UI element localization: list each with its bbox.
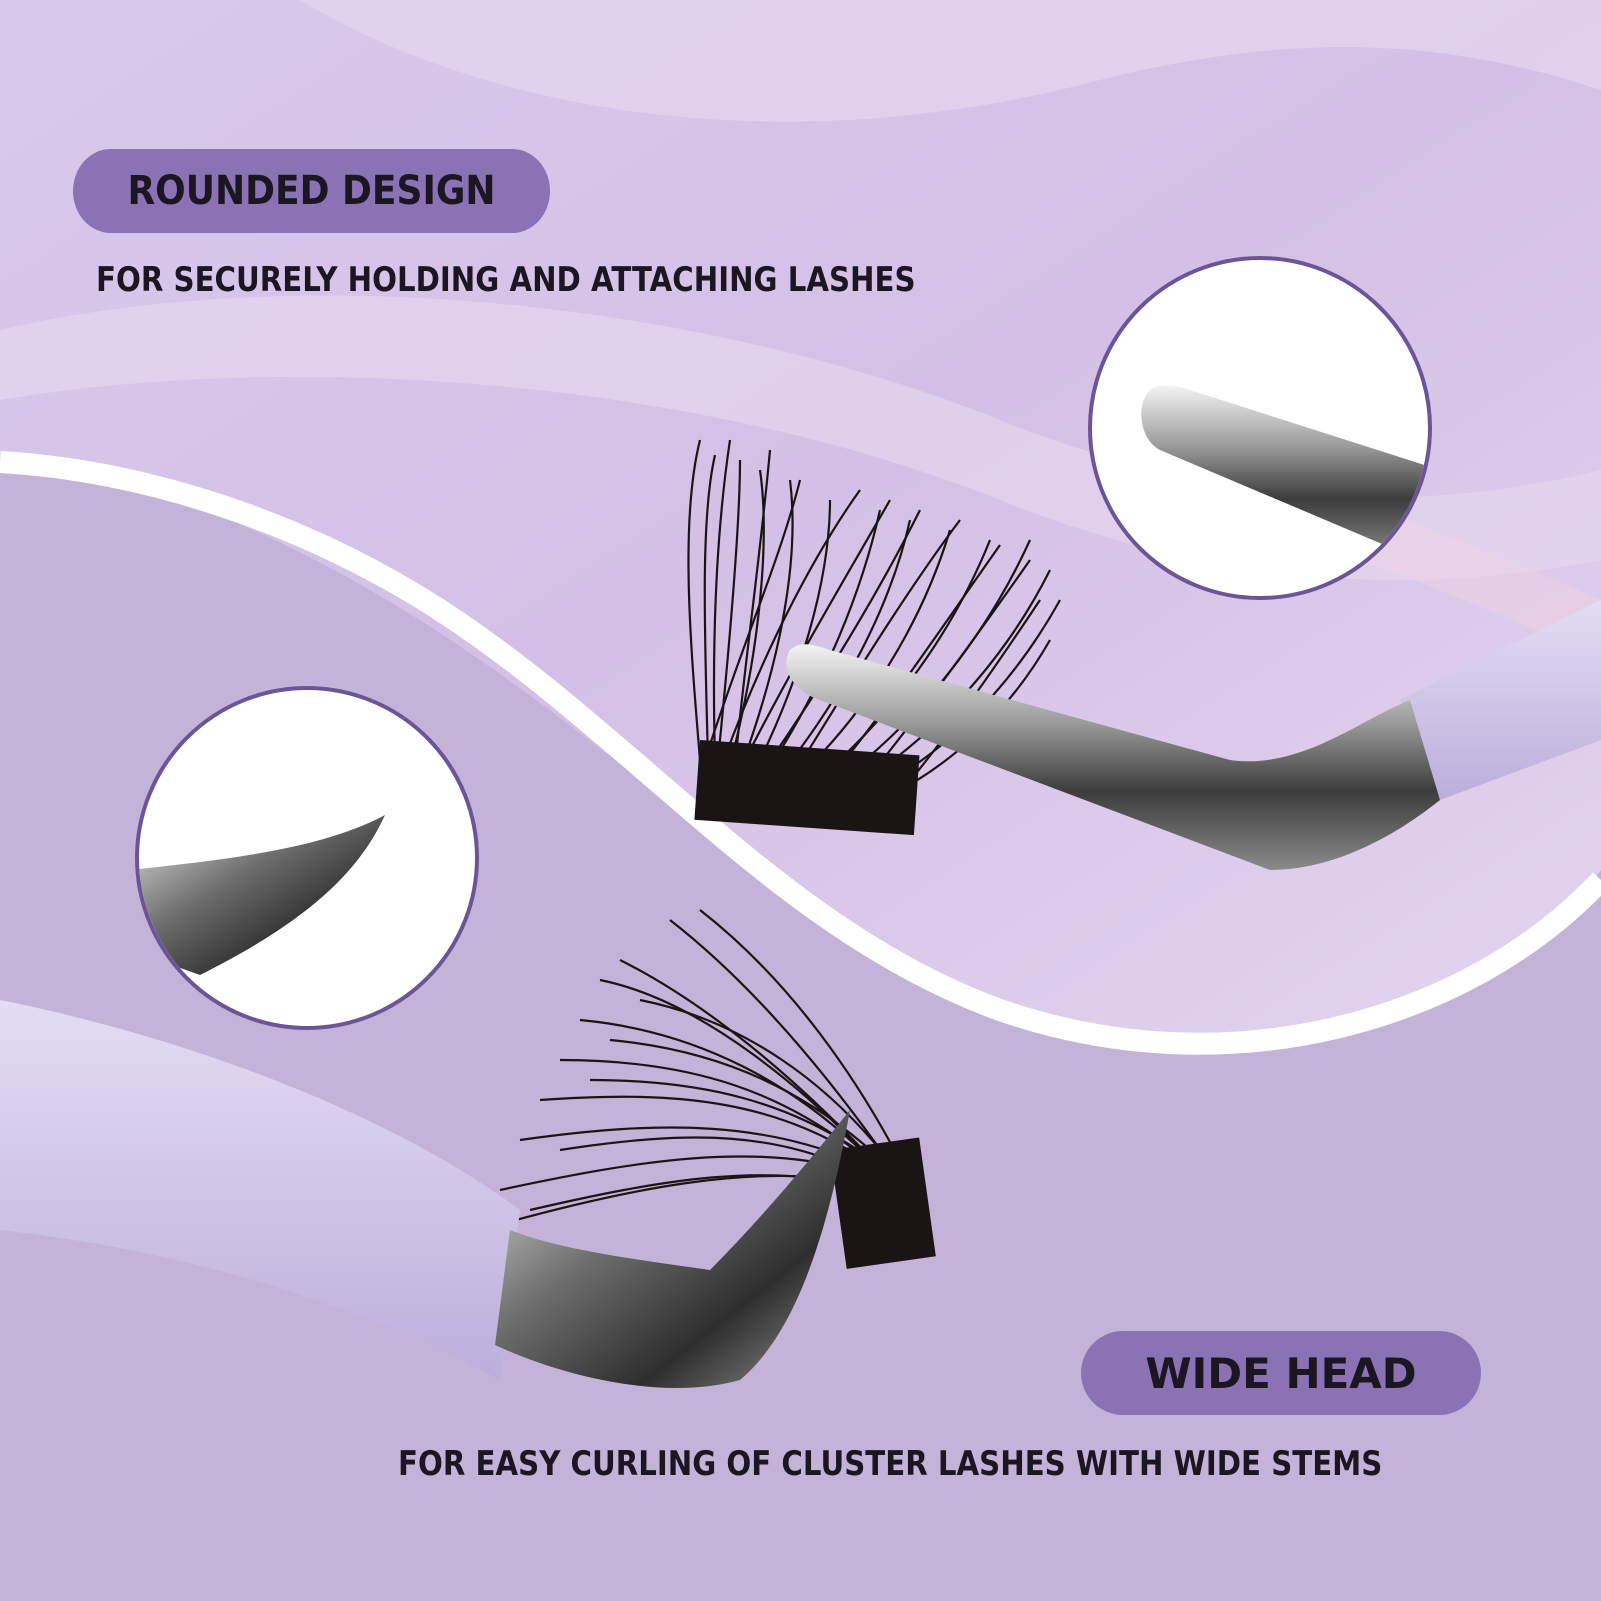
feature-description-rounded-design: FOR SECURELY HOLDING AND ATTACHING LASHE…: [96, 260, 916, 300]
tweezer-top-tip: [786, 644, 1440, 870]
magnifier-rounded-tip: [1088, 256, 1432, 600]
feature-description-wide-head: FOR EASY CURLING OF CLUSTER LASHES WITH …: [398, 1444, 1383, 1484]
feature-title-rounded-design: ROUNDED DESIGN: [73, 149, 550, 233]
feature-title-wide-head: WIDE HEAD: [1081, 1331, 1481, 1415]
wave-divider: [0, 451, 1601, 1055]
tweezer-bottom-handle: [0, 1000, 520, 1380]
tweezer-top-handle: [1400, 600, 1601, 800]
tweezer-bottom-tip: [495, 1110, 850, 1388]
magnifier-wide-tip: [135, 686, 479, 1030]
